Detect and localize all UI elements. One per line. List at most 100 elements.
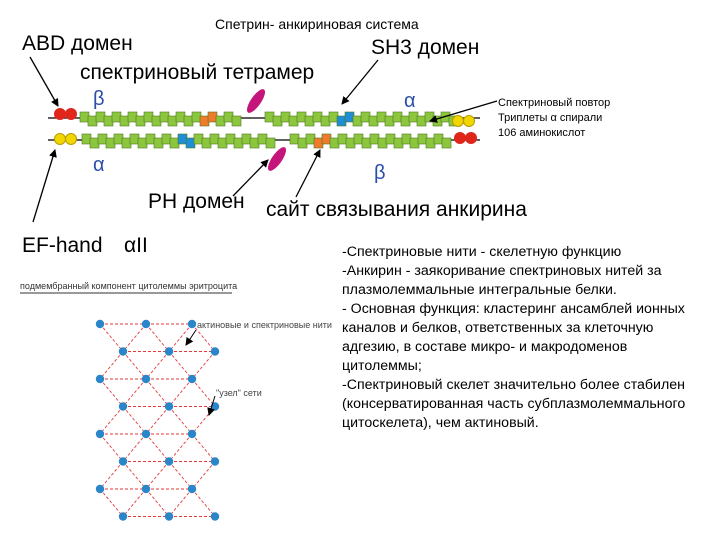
mesh-filament — [168, 351, 193, 380]
spectrin-repeat-block — [328, 111, 339, 123]
mesh-node — [187, 319, 197, 329]
mesh-node — [95, 429, 105, 439]
spectrin-repeat-block — [417, 133, 428, 145]
mesh-filament — [122, 488, 147, 517]
mesh-filament — [168, 433, 193, 462]
ph-domain-label: PH домен — [148, 190, 245, 213]
diagram-title: Спетрин- анкириновая система — [215, 16, 419, 32]
spectrin-repeat-block — [233, 137, 244, 149]
mesh-filament — [122, 351, 147, 380]
spectrin-repeat-block — [175, 111, 186, 123]
mesh-filament — [99, 433, 124, 462]
spectrin-tetramer-label: спектриновый тетрамер — [80, 61, 315, 84]
mesh-filaments-arrow — [185, 329, 197, 346]
mesh-lines — [99, 323, 216, 517]
mesh-node — [141, 374, 151, 384]
spectrin-repeat-block — [119, 115, 130, 127]
spectrin-repeat-block — [368, 115, 379, 127]
mesh-filament — [191, 488, 216, 517]
ankyrin-binding-site-label: сайт связывания анкирина — [266, 198, 527, 221]
spectrin-repeat-block — [312, 111, 323, 123]
spectrin-repeat-block — [425, 137, 436, 149]
repeat-note-line: Спектриновый повтор — [498, 97, 611, 109]
spectrin-repeat-block — [183, 115, 194, 127]
bottom-strand-repeats — [81, 133, 452, 149]
mesh-node — [164, 512, 174, 521]
mesh-filament — [145, 378, 170, 407]
spectrin-repeat-block — [377, 137, 388, 149]
spectrin-repeat-block — [225, 133, 236, 145]
sh3-domain-label: SH3 домен — [371, 36, 480, 59]
spectrin-repeat-block — [353, 133, 364, 145]
spectrin-repeat-block — [385, 133, 396, 145]
spectrin-repeat-block — [215, 115, 226, 127]
spectrin-repeat-block — [336, 115, 347, 127]
spectrin-repeat-block — [87, 115, 98, 127]
mesh-filament — [99, 323, 124, 352]
ph-domain — [267, 147, 287, 171]
spectrin-repeat-block — [416, 115, 427, 127]
mesh-filament — [168, 323, 193, 352]
ef-hand-arrow — [32, 149, 57, 223]
mesh-filament — [145, 488, 170, 517]
mesh-node — [164, 402, 174, 411]
abd-arrow — [29, 56, 59, 107]
mesh-node-arrow — [207, 395, 216, 416]
mesh-caption-underline — [20, 292, 232, 294]
spectrin-repeat-block — [209, 133, 220, 145]
ef-hand-label: EF-hand — [22, 234, 103, 257]
abd-domain-top — [65, 108, 77, 120]
abd-domain-label: ABD домен — [22, 32, 133, 55]
spectrin-repeat-block — [376, 111, 387, 123]
spectrin-repeat-block — [305, 133, 316, 145]
mesh-filament — [122, 433, 147, 462]
alpha-bottom-label: α — [93, 154, 105, 176]
mesh-node — [141, 319, 151, 329]
repeat-note-line: Триплеты α спирали — [498, 112, 603, 124]
abd-domain-top — [54, 108, 66, 120]
spectrin-repeat-block — [249, 137, 260, 149]
mesh-filament — [122, 461, 147, 490]
mesh-filament — [191, 351, 216, 380]
spectrin-repeat-block — [121, 137, 132, 149]
mesh-filament — [145, 406, 170, 435]
ef-hand-domain-left — [65, 133, 77, 145]
mesh-node — [118, 457, 128, 466]
ef-hand-domain-left — [54, 133, 66, 145]
spectrin-repeat-block — [217, 137, 228, 149]
mesh-filament — [168, 488, 193, 517]
spectrin-repeat-block — [313, 137, 324, 149]
spectrin-repeat-block — [207, 111, 218, 123]
ph-arrow — [232, 159, 269, 197]
spectrin-repeat-block — [105, 137, 116, 149]
spectrin-repeat-block — [296, 111, 307, 123]
mesh-filament — [145, 351, 170, 380]
spectrin-repeat-block — [193, 133, 204, 145]
spectrin-repeat-block — [137, 137, 148, 149]
spectrin-repeat-block — [129, 133, 140, 145]
spectrin-repeat-block — [89, 137, 100, 149]
spectrin-repeat-block — [321, 133, 332, 145]
top-strand-repeats — [79, 111, 459, 127]
ef-hand-domain-right — [452, 115, 464, 127]
spectrin-repeat-block — [392, 111, 403, 123]
spectrin-repeat-block — [191, 111, 202, 123]
spectrin-repeat-block — [401, 133, 412, 145]
spectrin-repeat-block — [127, 111, 138, 123]
mesh-filaments-label: актиновые и спектриновые нити — [197, 320, 332, 330]
mesh-node — [95, 374, 105, 384]
mesh-filament — [122, 378, 147, 407]
spectrin-repeat-block — [441, 137, 452, 149]
spectrin-repeat-block — [201, 137, 212, 149]
spectrin-repeat-block — [135, 115, 146, 127]
mesh-node — [164, 457, 174, 466]
ankyrin-arrow — [295, 149, 321, 198]
mesh-filament — [191, 406, 216, 435]
spectrin-repeat-block — [265, 137, 276, 149]
spectrin-repeat-block — [393, 137, 404, 149]
spectrin-repeat-block — [384, 115, 395, 127]
mesh-filament — [122, 406, 147, 435]
repeat-arrow — [429, 100, 498, 123]
mesh-nodes — [95, 319, 220, 521]
